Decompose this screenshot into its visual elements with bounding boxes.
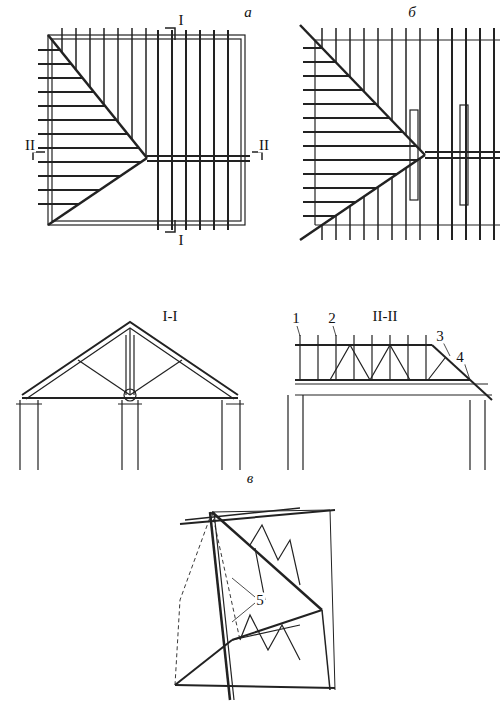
rafter xyxy=(335,28,337,62)
rafter xyxy=(303,61,336,63)
rafter xyxy=(89,28,91,87)
rafter xyxy=(38,63,71,65)
rafter xyxy=(38,133,128,135)
rafter xyxy=(38,175,120,177)
rafter xyxy=(38,147,139,149)
rafter xyxy=(103,28,105,105)
callout-number: 4 xyxy=(455,350,465,365)
rafter xyxy=(303,201,356,203)
rafter xyxy=(213,30,215,230)
rafter xyxy=(321,28,323,48)
rafter xyxy=(303,215,335,217)
rafter xyxy=(303,131,403,133)
rafter xyxy=(479,28,481,240)
rafter xyxy=(377,28,379,106)
section-title: I-I xyxy=(162,309,179,324)
callout-number: 1 xyxy=(291,311,301,326)
rafter xyxy=(349,206,351,240)
rafter xyxy=(363,196,365,240)
rafter xyxy=(493,28,495,240)
section-mark: II xyxy=(258,138,270,153)
section-title: II-II xyxy=(372,309,399,324)
rafter xyxy=(335,216,337,240)
rafter xyxy=(145,28,147,157)
rafter xyxy=(303,103,376,105)
rafter xyxy=(38,91,94,93)
rafter xyxy=(75,28,77,70)
rafter xyxy=(451,28,453,240)
rafter xyxy=(227,30,229,230)
section-mark: I xyxy=(178,233,185,248)
rafter xyxy=(419,28,421,150)
rafter xyxy=(38,161,141,163)
rafter xyxy=(38,105,105,107)
callout-number: 3 xyxy=(435,329,445,344)
view-letter: а xyxy=(243,5,253,20)
rafter xyxy=(303,117,389,119)
callout-number: 2 xyxy=(327,311,337,326)
section-mark: II xyxy=(24,138,36,153)
rafter xyxy=(363,28,365,92)
rafter xyxy=(303,89,363,91)
callout-number: 5 xyxy=(255,593,265,608)
rafter xyxy=(391,28,393,121)
rafter xyxy=(303,159,418,161)
rafter xyxy=(185,30,187,230)
rafter xyxy=(61,28,63,52)
rafter xyxy=(349,28,351,77)
rafter xyxy=(157,30,159,230)
rafter xyxy=(419,158,421,240)
rafter xyxy=(405,168,407,240)
view-letter: б xyxy=(407,5,417,20)
rafter xyxy=(38,49,60,51)
rafter xyxy=(405,28,407,135)
rafter xyxy=(303,75,349,77)
rafter xyxy=(465,28,467,240)
rafter xyxy=(391,177,393,240)
rafter xyxy=(321,225,323,240)
rafter xyxy=(131,28,133,139)
rafter xyxy=(38,77,83,79)
rafter xyxy=(303,187,376,189)
rafter xyxy=(303,173,397,175)
rafter xyxy=(437,28,439,240)
rafter xyxy=(38,119,116,121)
rafter xyxy=(377,187,379,240)
rafter xyxy=(303,145,416,147)
rafter xyxy=(38,189,100,191)
view-letter: в xyxy=(246,471,255,486)
rafter xyxy=(303,47,322,49)
rafter xyxy=(117,28,119,122)
rafter xyxy=(38,203,79,205)
section-mark: I xyxy=(178,13,185,28)
rafter xyxy=(199,30,201,230)
rafter xyxy=(171,30,173,230)
